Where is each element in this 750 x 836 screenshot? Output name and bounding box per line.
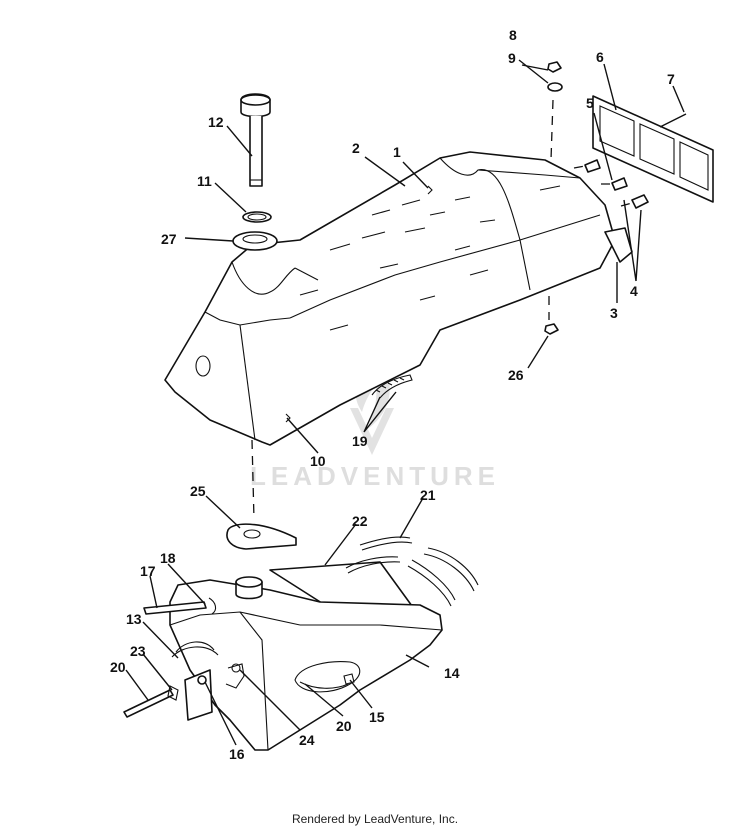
callout-4: 4	[630, 283, 638, 299]
callout-9: 9	[508, 50, 516, 66]
callout-12: 12	[208, 114, 224, 130]
callout-21: 21	[420, 487, 436, 503]
callout-20-left: 20	[110, 659, 126, 675]
callout-14: 14	[444, 665, 460, 681]
watermark-text: LEADVENTURE	[250, 461, 500, 491]
leader-lines	[125, 59, 685, 746]
callout-17: 17	[140, 563, 156, 579]
callout-16: 16	[229, 746, 245, 762]
callout-11: 11	[197, 173, 212, 189]
callout-6: 6	[596, 49, 604, 65]
callout-20-right: 20	[336, 718, 352, 734]
rubber-bumpers	[573, 159, 649, 209]
callout-3: 3	[610, 305, 618, 321]
callout-13: 13	[126, 611, 142, 627]
nut-bottom	[544, 323, 559, 335]
callout-26: 26	[508, 367, 524, 383]
callout-10: 10	[310, 453, 326, 469]
callout-18: 18	[160, 550, 176, 566]
callout-7: 7	[667, 71, 675, 87]
callout-24: 24	[299, 732, 315, 748]
callout-15: 15	[369, 709, 385, 725]
washer	[547, 82, 563, 92]
hold-down-straps	[345, 536, 479, 607]
callout-27: 27	[161, 231, 177, 247]
screw	[659, 113, 687, 128]
filler-neck-tube	[240, 93, 271, 187]
callout-22: 22	[352, 513, 368, 529]
footer-credit: Rendered by LeadVenture, Inc.	[291, 812, 459, 826]
callout-5: 5	[586, 95, 594, 111]
callout-19: 19	[352, 433, 368, 449]
foam-pad	[226, 523, 297, 550]
callout-8: 8	[509, 27, 517, 43]
seat-cover	[164, 151, 633, 446]
name-plate	[592, 95, 714, 203]
callout-labels: 1 2 3 4 5 6 7 8 9 10 11 12 13 14 15 16 1…	[110, 27, 675, 762]
nut	[547, 61, 562, 73]
callout-2: 2	[352, 140, 360, 156]
callout-23: 23	[130, 643, 146, 659]
callout-1: 1	[393, 144, 401, 160]
callout-25: 25	[190, 483, 206, 499]
